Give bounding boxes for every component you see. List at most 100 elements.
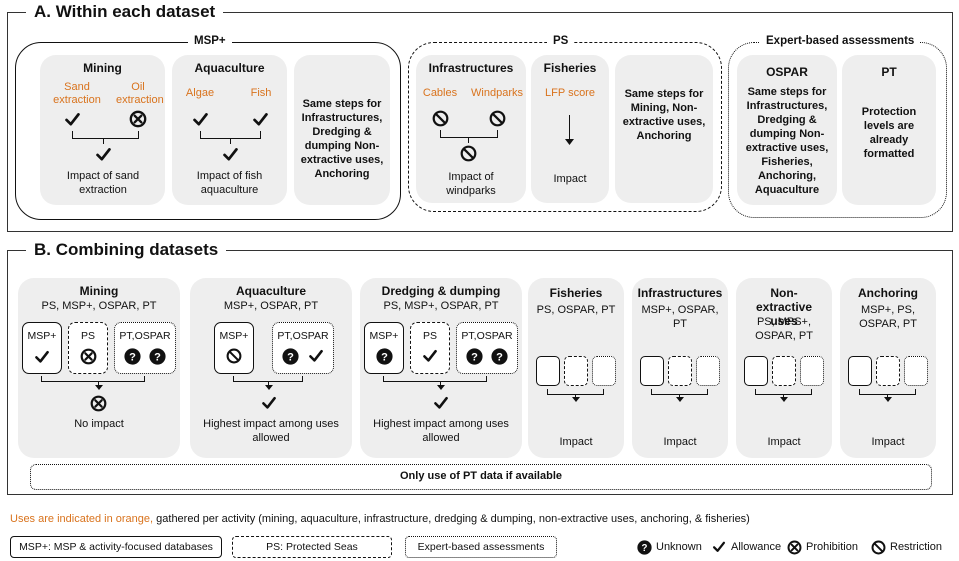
ps-box-label: PS	[422, 330, 437, 342]
combined-mining-result: No impact	[74, 418, 124, 430]
connector	[440, 381, 442, 386]
combined-aquaculture-result: Highest impact among uses allowed	[203, 418, 339, 444]
combined-anchoring-title: Anchoring	[858, 286, 918, 300]
restriction-icon	[226, 348, 242, 364]
expert-box: PT,OSPAR	[272, 322, 334, 374]
legend-msp: MSP+: MSP & activity-focused databases	[10, 536, 222, 558]
restriction-icon	[489, 110, 506, 127]
combined-anchoring-result: Impact	[871, 436, 905, 448]
msp-box-label: MSP+	[27, 330, 57, 342]
prohibition-icon	[787, 540, 802, 555]
combined-fisheries-card: Fisheries PS, OSPAR, PT Impact	[528, 278, 624, 458]
connector	[302, 376, 304, 382]
connector	[547, 389, 549, 395]
prohibition-icon	[129, 110, 147, 128]
combined-anchoring-sources: MSP+, PS, OSPAR, PT	[859, 304, 917, 330]
arrow-head	[95, 385, 103, 390]
mining-title: Mining	[83, 61, 122, 75]
section-a-frame	[7, 12, 953, 232]
connector	[707, 389, 709, 395]
connector	[268, 381, 270, 386]
infrastructures-result: Impact of windparks	[446, 171, 496, 197]
msp-box	[640, 356, 664, 386]
connector	[260, 131, 262, 138]
pt-note-text: Only use of PT data if available	[400, 470, 562, 482]
msp-box: MSP+	[364, 322, 404, 374]
combined-nonextractive-card: Non-extractive uses PS, MPS+, OSPAR, PT …	[736, 278, 832, 458]
connector	[200, 131, 202, 138]
connector	[103, 138, 105, 144]
footer-rest-text: gathered per activity (mining, aquacultu…	[153, 513, 750, 525]
check-icon	[192, 111, 209, 128]
expert-box	[904, 356, 928, 386]
restriction-icon	[460, 145, 477, 162]
legend-ps: PS: Protected Seas	[232, 536, 392, 558]
msp-box-label: MSP+	[219, 330, 249, 342]
msp-same-steps-text: Same steps for Infrastructures, Dredging…	[300, 98, 384, 180]
combined-nonextractive-result: Impact	[767, 436, 801, 448]
use-oil-extraction: Oil extraction	[116, 81, 164, 106]
combined-mining-title: Mining	[79, 284, 119, 298]
expert-box	[696, 356, 720, 386]
check-icon	[252, 111, 269, 128]
msp-same-steps-card: Same steps for Infrastructures, Dredging…	[294, 55, 390, 205]
connector	[497, 130, 499, 137]
combined-infrastructures-result: Impact	[663, 436, 697, 448]
arrow-head	[572, 397, 580, 402]
arrow-head	[437, 385, 445, 390]
connector	[486, 376, 488, 382]
fisheries-title: Fisheries	[543, 61, 597, 75]
msp-box: MSP+	[22, 322, 62, 374]
connector	[859, 389, 861, 395]
aquaculture-title: Aquaculture	[194, 61, 265, 75]
combined-infrastructures-card: Infrastructures MSP+, OSPAR, PT Impact	[632, 278, 728, 458]
expert-box: PT,OSPAR	[114, 322, 176, 374]
unknown-icon	[149, 348, 166, 365]
combined-dredging-card: Dredging & dumping PS, MSP+, OSPAR, PT M…	[360, 278, 522, 458]
ospar-text: Same steps for Infrastructures, Dredging…	[745, 86, 829, 196]
fisheries-card: Fisheries LFP score Impact	[531, 55, 609, 203]
ps-box-label: PS	[80, 330, 95, 342]
connector	[915, 389, 917, 395]
msp-box	[744, 356, 768, 386]
fisheries-result: Impact	[553, 173, 587, 185]
arrow-head	[884, 397, 892, 402]
ps-box	[668, 356, 692, 386]
check-icon	[422, 348, 438, 364]
pt-title: PT	[881, 65, 897, 79]
connector	[72, 138, 139, 140]
connector	[679, 394, 681, 398]
connector	[755, 389, 757, 395]
ps-box: PS	[410, 322, 450, 374]
expert-box: PT,OSPAR	[456, 322, 518, 374]
connector	[230, 138, 232, 144]
connector	[41, 381, 145, 383]
ps-box	[876, 356, 900, 386]
prohibition-icon	[80, 348, 97, 365]
connector	[651, 389, 653, 395]
connector	[72, 131, 74, 138]
combined-fisheries-title: Fisheries	[549, 286, 603, 300]
expert-box-label: PT,OSPAR	[119, 330, 171, 342]
arrow-head	[265, 385, 273, 390]
ps-box	[564, 356, 588, 386]
arrow-head	[780, 397, 788, 402]
legend-expert: Expert-based assessments	[405, 536, 557, 558]
connector	[41, 376, 43, 382]
expert-box	[800, 356, 824, 386]
use-sand-extraction: Sand extraction	[53, 81, 101, 106]
connector	[144, 376, 146, 382]
check-icon	[222, 146, 239, 163]
legend-unknown-label: Unknown	[656, 541, 702, 553]
expert-group-title: Expert-based assessments	[760, 35, 921, 47]
ps-same-steps-text: Same steps for Mining, Non-extractive us…	[622, 88, 706, 142]
check-icon	[308, 348, 324, 364]
combined-fisheries-sources: PS, OSPAR, PT	[536, 304, 616, 316]
combined-aquaculture-sources: MSP+, OSPAR, PT	[223, 300, 319, 312]
connector	[575, 394, 577, 398]
combined-nonextractive-sources: PS, MPS+, OSPAR, PT	[755, 316, 813, 342]
combined-mining-sources: PS, MSP+, OSPAR, PT	[41, 300, 157, 312]
combined-infrastructures-title: Infrastructures	[637, 286, 723, 300]
unknown-icon	[376, 348, 393, 365]
pt-note-box: Only use of PT data if available	[30, 464, 932, 490]
